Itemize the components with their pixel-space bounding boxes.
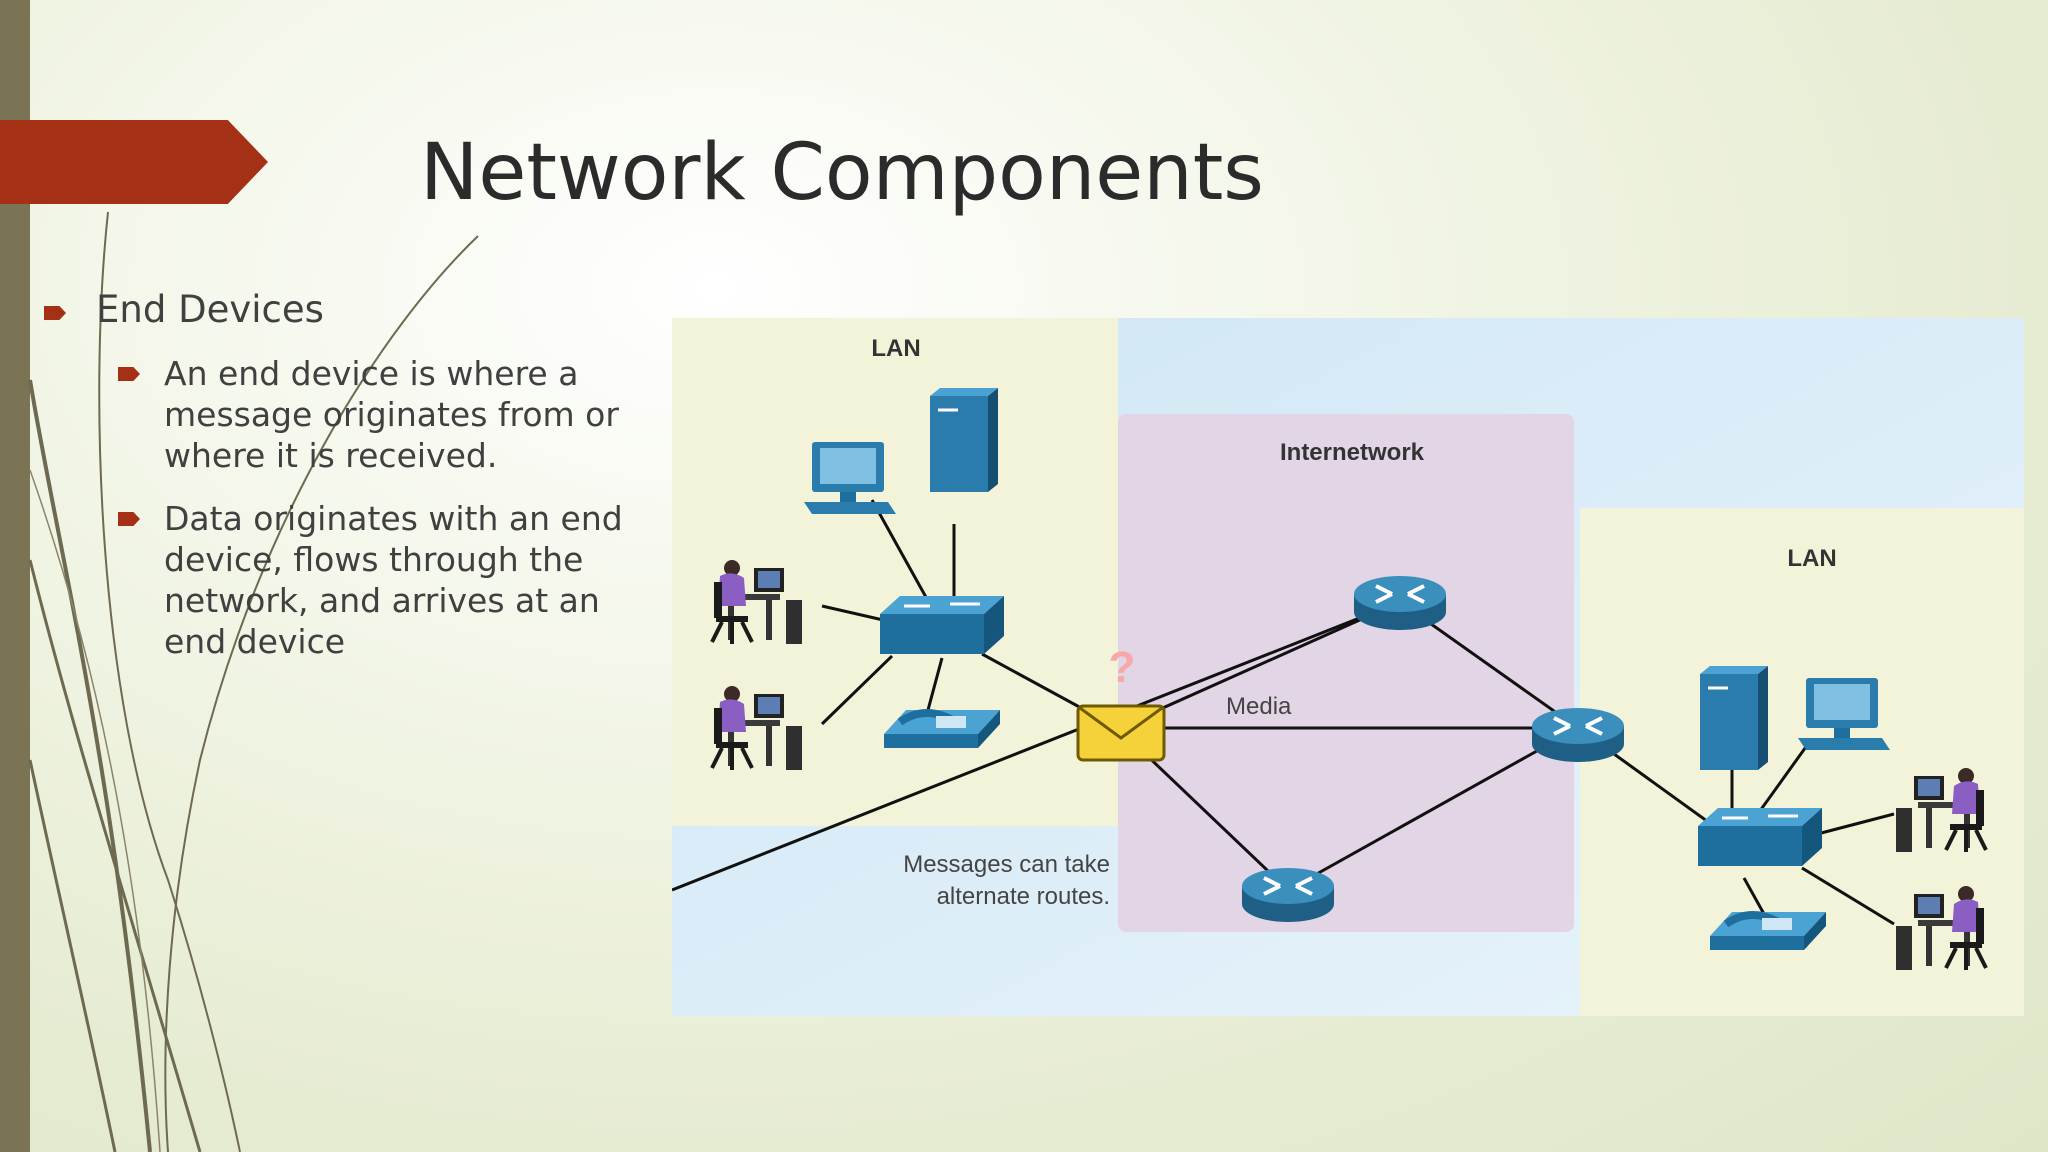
- bullet-marker-icon: [118, 367, 140, 381]
- pc-icon: [1798, 678, 1890, 750]
- bullet-marker-icon: [44, 306, 66, 320]
- slide-title: Network Components: [420, 128, 1264, 218]
- pc-icon: [804, 442, 896, 514]
- sub-bullet-text: Data originates with an end device, flow…: [164, 499, 623, 661]
- media-label: Media: [1226, 693, 1292, 720]
- title-accent-arrow: [0, 120, 268, 204]
- server-icon: [928, 386, 1000, 494]
- router-icon: [1240, 866, 1336, 924]
- bullet-marker-icon: [118, 512, 140, 526]
- sub-bullet-1: An end device is where a message origina…: [40, 353, 664, 476]
- ip-phone-icon: [1710, 912, 1826, 950]
- server-icon: [1698, 664, 1770, 772]
- internetwork-label: Internetwork: [1280, 439, 1425, 466]
- switch-icon: [878, 594, 1006, 656]
- lan-left-label: LAN: [871, 335, 920, 362]
- router-icon: [1530, 706, 1626, 764]
- network-diagram: ? LAN Internetwork LAN Media Messages ca…: [672, 318, 2024, 1016]
- sub-bullet-2: Data originates with an end device, flow…: [40, 498, 664, 662]
- question-mark-icon: ?: [1109, 643, 1136, 692]
- bullet-list: End Devices An end device is where a mes…: [40, 288, 640, 662]
- router-icon: [1352, 574, 1448, 632]
- sub-bullet-text: An end device is where a message origina…: [164, 354, 619, 475]
- internetwork-zone: [1118, 414, 1574, 932]
- caption-line-2: alternate routes.: [937, 883, 1110, 910]
- ip-phone-icon: [884, 710, 1000, 748]
- caption-line-1: Messages can take: [903, 851, 1110, 878]
- decorative-curves: [28, 211, 479, 1152]
- envelope-icon: ?: [1076, 643, 1166, 762]
- bullet-text: End Devices: [96, 288, 324, 331]
- lan-right-label: LAN: [1787, 545, 1836, 572]
- switch-icon: [1696, 806, 1824, 868]
- bullet-end-devices: End Devices: [40, 288, 640, 331]
